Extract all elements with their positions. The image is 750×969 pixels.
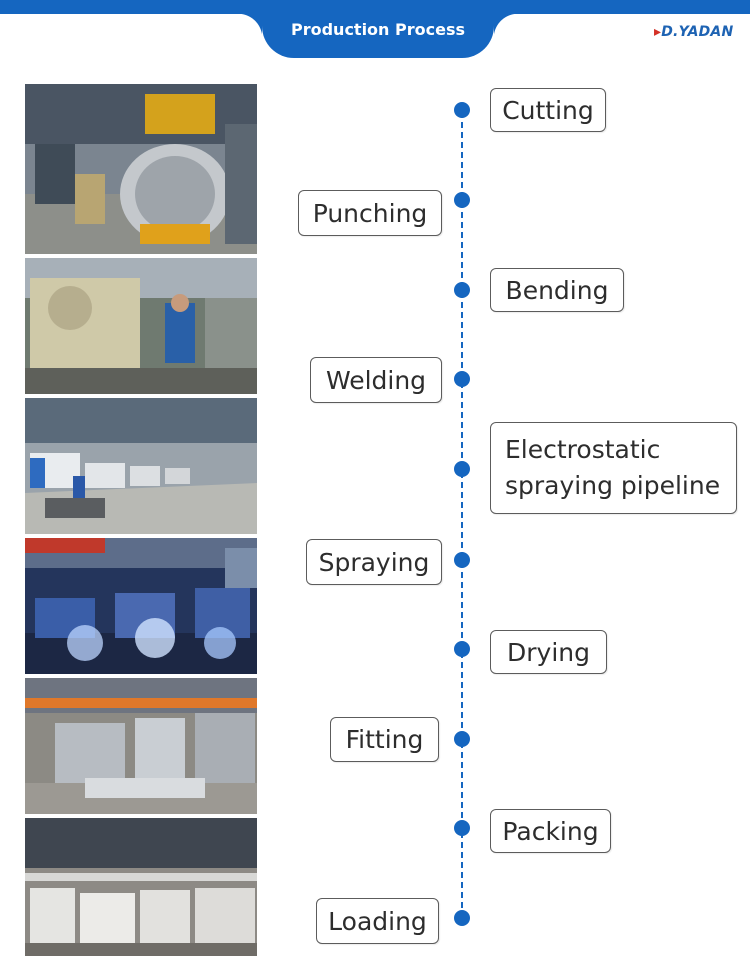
step-label-packing: Packing	[490, 809, 611, 853]
step-label-cutting: Cutting	[490, 88, 606, 132]
assembly-line-photo	[25, 678, 257, 814]
timeline-dot	[454, 731, 470, 747]
step-label-fitting: Fitting	[330, 717, 439, 762]
page-title: Production Process	[290, 19, 465, 39]
timeline-dot	[454, 461, 470, 477]
timeline-dot	[454, 820, 470, 836]
punch-press-photo	[25, 258, 257, 394]
step-label-spraying: Spraying	[306, 539, 442, 585]
brand-logo: ▸D.YADAN	[654, 24, 734, 40]
step-label-drying: Drying	[490, 630, 607, 674]
step-label-bending: Bending	[490, 268, 624, 312]
step-label-punching: Punching	[298, 190, 442, 236]
logo-mark-icon: ▸	[654, 24, 662, 40]
timeline-dot	[454, 282, 470, 298]
timeline-dot	[454, 910, 470, 926]
steel-coil-photo	[25, 84, 257, 254]
warehouse-loading-photo	[25, 818, 257, 956]
timeline-dot	[454, 641, 470, 657]
timeline-dot	[454, 552, 470, 568]
timeline-dot	[454, 371, 470, 387]
step-label-loading: Loading	[316, 898, 439, 944]
step-label-welding: Welding	[310, 357, 442, 403]
step-label-electrostatic-spraying-pipeline: Electrostatic spraying pipeline	[490, 422, 737, 514]
timeline-dot	[454, 102, 470, 118]
timeline-dot	[454, 192, 470, 208]
timeline-line	[461, 112, 463, 918]
bending-line-photo	[25, 398, 257, 534]
robotic-welding-photo	[25, 538, 257, 674]
section-title-tab: Production Process	[238, 0, 518, 58]
